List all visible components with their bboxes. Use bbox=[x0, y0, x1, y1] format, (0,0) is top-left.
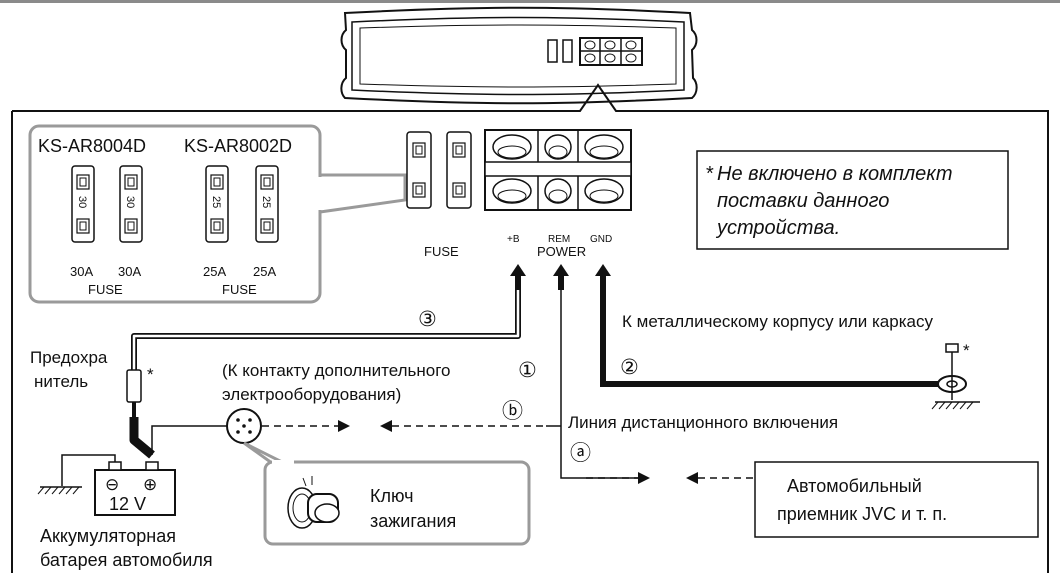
battery-plus: ⊕ bbox=[143, 475, 157, 494]
inset-fuse-30a-1 bbox=[71, 165, 95, 243]
receiver-box bbox=[754, 461, 1039, 538]
inset-fuse-30a-2-value: 30 bbox=[124, 196, 136, 208]
note-line-2: поставки данного bbox=[717, 190, 889, 212]
main-frame bbox=[11, 83, 1049, 573]
inset-fuse-30a-1-value: 30 bbox=[76, 196, 88, 208]
rating-30a-2: 30A bbox=[118, 264, 141, 279]
bolt-star: * bbox=[963, 341, 970, 360]
ignition-wire bbox=[151, 425, 227, 455]
terminal-fuses bbox=[406, 131, 472, 209]
rem-terminal-label: REM bbox=[548, 234, 570, 245]
callout-a: ⓐ bbox=[570, 442, 591, 465]
fuse-terminal-label: FUSE bbox=[424, 244, 459, 259]
remote-arrow-left bbox=[686, 472, 698, 484]
battery-minus: ⊖ bbox=[105, 475, 119, 494]
fuse-inset bbox=[28, 124, 407, 304]
inset-fuse-25a-1 bbox=[205, 165, 229, 243]
inline-fuse-holder bbox=[126, 369, 142, 403]
model-2ch-label: KS-AR8002D bbox=[184, 136, 292, 156]
note-line-1: Не включено в комплект bbox=[717, 163, 953, 185]
accessory-label-2: электрооборудования) bbox=[222, 385, 401, 404]
remote-line-label: Линия дистанционного включения bbox=[568, 413, 838, 432]
power-label: POWER bbox=[537, 244, 586, 259]
inset-fuse-25a-1-value: 25 bbox=[210, 196, 222, 208]
receiver-line-1: Автомобильный bbox=[787, 476, 922, 496]
callout-3: ③ bbox=[418, 308, 437, 331]
fuse-label-2: нитель bbox=[34, 372, 88, 391]
ignition-line-2: зажигания bbox=[370, 511, 456, 531]
battery-ground-wire bbox=[61, 454, 116, 486]
ignition-key-icon bbox=[287, 476, 340, 529]
callout-2: ② bbox=[620, 356, 639, 379]
ground-wire bbox=[600, 290, 945, 387]
gnd-terminal-label: GND bbox=[590, 234, 612, 245]
rating-25a-2: 25A bbox=[253, 264, 276, 279]
receiver-line-2: приемник JVC и т. п. bbox=[777, 504, 947, 524]
battery-ground-symbol bbox=[37, 486, 82, 495]
battery-label-1: Аккумуляторная bbox=[40, 526, 176, 546]
battery-positive-cable bbox=[129, 417, 155, 459]
ignition-callout-box bbox=[263, 460, 531, 546]
terminal-arrows bbox=[510, 264, 611, 290]
rating-30a-1: 30A bbox=[70, 264, 93, 279]
inset-fuse-30a-2 bbox=[119, 165, 143, 243]
ignition-line-1: Ключ bbox=[370, 486, 413, 506]
inset-fuse-label-right: FUSE bbox=[222, 282, 257, 297]
terminal-block bbox=[484, 129, 632, 211]
accessory-label-1: (К контакту дополнительного bbox=[222, 361, 451, 380]
inset-fuse-25a-2 bbox=[255, 165, 279, 243]
power-wire bbox=[132, 290, 520, 370]
ground-terminal bbox=[931, 343, 980, 410]
callout-b: ⓑ bbox=[502, 400, 523, 423]
inset-fuse-label-left: FUSE bbox=[88, 282, 123, 297]
accessory-arrow-right bbox=[338, 420, 350, 432]
remote-arrow-right bbox=[638, 472, 650, 484]
accessory-arrow-left bbox=[380, 420, 392, 432]
top-rule bbox=[0, 0, 1060, 3]
note-star: * bbox=[706, 163, 714, 185]
note-line-3: устройства. bbox=[715, 217, 840, 239]
inset-fuse-25a-2-value: 25 bbox=[260, 196, 272, 208]
callout-1: ① bbox=[518, 359, 537, 382]
chassis-label: К металлическому корпусу или каркасу bbox=[622, 312, 933, 331]
model-4ch-label: KS-AR8004D bbox=[38, 136, 146, 156]
battery-label-2: батарея автомобиля bbox=[40, 550, 213, 570]
fuse-star: * bbox=[147, 365, 154, 384]
plus-b-terminal-label: +B bbox=[507, 234, 520, 245]
amplifier-unit bbox=[340, 6, 698, 105]
rating-25a-1: 25A bbox=[203, 264, 226, 279]
note-box bbox=[696, 150, 1009, 250]
car-battery bbox=[94, 461, 176, 516]
battery-voltage: 12 V bbox=[109, 494, 146, 514]
fuse-label-1: Предохра bbox=[30, 348, 108, 367]
